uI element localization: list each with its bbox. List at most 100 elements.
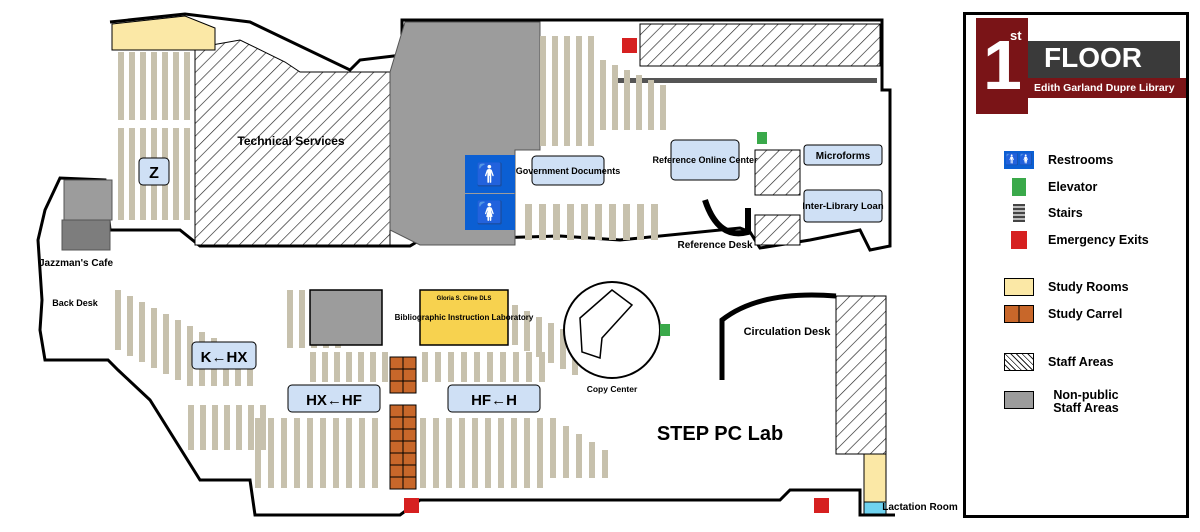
- shelf: [358, 352, 364, 382]
- hx-hf-label: HX←HF: [306, 392, 362, 409]
- shelf: [526, 352, 532, 382]
- stairs-icon: [1013, 204, 1025, 222]
- shelf: [539, 352, 545, 382]
- circulation-staff-area: [835, 295, 887, 455]
- shelf: [474, 352, 480, 382]
- bi-lab-box: [419, 289, 509, 346]
- staff-area-top: [639, 23, 881, 67]
- staff-bar: [612, 78, 877, 83]
- study-carrel: [402, 440, 417, 454]
- shelf: [461, 352, 467, 382]
- shelf: [163, 314, 169, 374]
- shelf: [320, 418, 326, 488]
- study-carrels: [389, 356, 417, 490]
- emergency-exit-icon: [1011, 231, 1027, 249]
- restroom-woman-icon: 🚺: [476, 200, 503, 225]
- shelf: [151, 52, 157, 120]
- k-hx-box: [191, 341, 257, 370]
- shelf: [334, 352, 340, 382]
- shelf: [281, 418, 287, 488]
- staff-area-microforms: [754, 149, 801, 196]
- bi-lab-small-label: Gloria S. Cline DLS: [437, 296, 492, 302]
- study-carrel: [402, 476, 417, 490]
- z-section-box: [138, 157, 170, 186]
- cafe-nonpublic-2: [61, 219, 111, 251]
- shelf: [184, 128, 190, 220]
- study-carrel: [402, 380, 417, 394]
- shelf: [660, 85, 666, 130]
- shelf: [307, 418, 313, 488]
- bi-lab-nonpublic: [309, 289, 383, 346]
- shelf: [333, 418, 339, 488]
- shelf: [612, 65, 618, 130]
- shelf: [310, 352, 316, 382]
- building-outline: [36, 12, 895, 517]
- shelf: [589, 442, 595, 478]
- shelf: [370, 352, 376, 382]
- study-carrel: [389, 440, 404, 454]
- emergency-exit-icon: [814, 498, 829, 513]
- study-carrel: [402, 452, 417, 466]
- study-room: [111, 15, 216, 51]
- study-carrel: [402, 428, 417, 442]
- shelf: [359, 418, 365, 488]
- elevator-icon: [660, 324, 670, 336]
- shelf: [552, 36, 558, 146]
- circulation-desk-shape: [719, 292, 837, 380]
- shelf: [162, 52, 168, 120]
- study-carrel: [402, 464, 417, 478]
- shelf: [636, 75, 642, 130]
- k-hx-label: K←HX: [201, 349, 248, 366]
- study-carrel: [389, 452, 404, 466]
- floor-ordinal: st: [1010, 28, 1022, 43]
- shelf: [420, 418, 426, 488]
- study-carrel: [402, 356, 417, 370]
- shelf: [322, 352, 328, 382]
- shelf: [422, 352, 428, 382]
- staff-area-ill: [754, 214, 801, 246]
- study-carrel: [389, 464, 404, 478]
- shelf: [595, 204, 602, 240]
- shelf: [524, 311, 530, 351]
- shelf: [624, 70, 630, 130]
- shelf: [487, 352, 493, 382]
- floor-number: 1: [983, 26, 1022, 104]
- shelf: [539, 204, 546, 240]
- shelf: [346, 352, 352, 382]
- shelf: [299, 290, 305, 348]
- shelf: [472, 418, 478, 488]
- shelf: [609, 204, 616, 240]
- copy-center-label: Copy Center: [587, 384, 638, 394]
- study-carrel: [389, 476, 404, 490]
- reference-desk-shape: [702, 199, 751, 237]
- legend-panel: 1 st FLOOR Edith Garland Dupre Library 🚹…: [963, 12, 1189, 518]
- shelf: [200, 405, 206, 450]
- library-name: Edith Garland Dupre Library: [1028, 78, 1186, 98]
- technical-services-area: [194, 39, 391, 246]
- shelf: [287, 290, 293, 348]
- step-pc-lab-label: STEP PC Lab: [657, 423, 783, 445]
- shelf: [346, 418, 352, 488]
- shelf: [602, 450, 608, 478]
- shelf: [651, 204, 658, 240]
- study-carrel: [389, 404, 404, 418]
- reference-desk-label: Reference Desk: [677, 240, 752, 251]
- shelf: [511, 418, 517, 488]
- hf-h-box: [447, 384, 541, 413]
- restroom-man-icon: 🚹: [476, 162, 503, 187]
- shelf: [537, 418, 543, 488]
- study-carrel: [389, 428, 404, 442]
- floor-word: FLOOR: [1044, 42, 1142, 73]
- shelf: [140, 52, 146, 120]
- microforms-label: Microforms: [816, 151, 871, 162]
- floor-badge: 1 st: [976, 18, 1028, 114]
- shelf: [648, 80, 654, 130]
- shelf: [500, 352, 506, 382]
- reference-online-box: [670, 139, 740, 181]
- study-carrel: [402, 404, 417, 418]
- shelf: [623, 204, 630, 240]
- shelf: [588, 36, 594, 146]
- study-carrel: [389, 380, 404, 394]
- shelf: [129, 128, 135, 220]
- study-carrel: [389, 368, 404, 382]
